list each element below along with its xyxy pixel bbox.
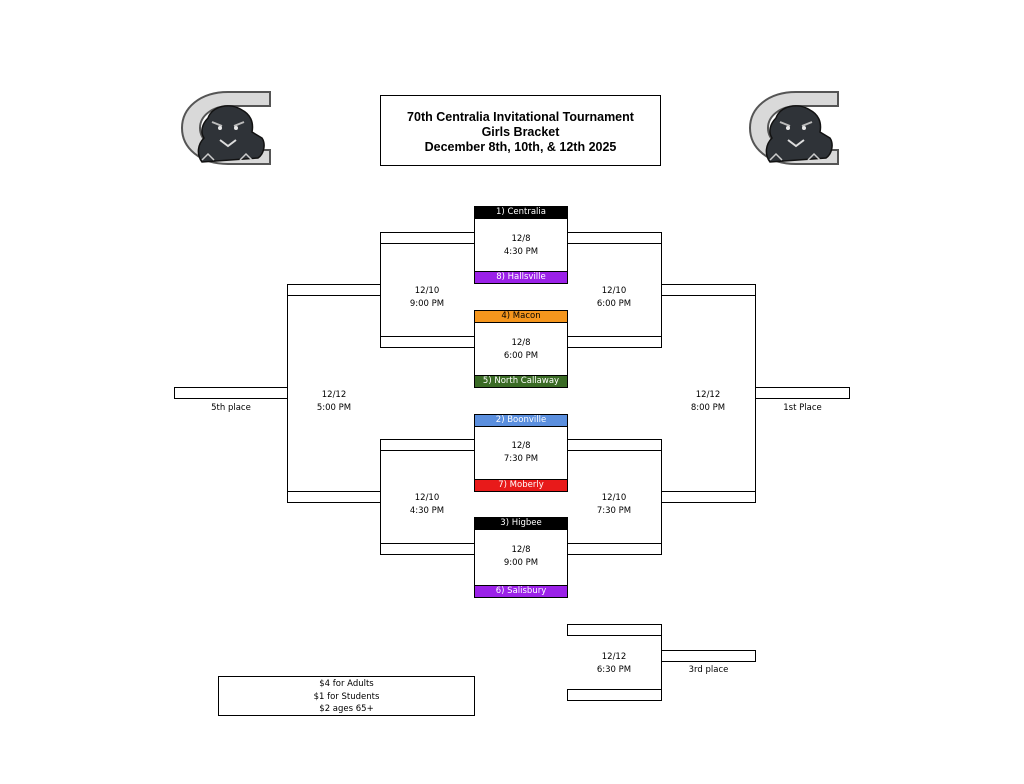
cons-bottom-slot-a bbox=[380, 439, 475, 451]
admission-prices: $4 for Adults $1 for Students $2 ages 65… bbox=[218, 676, 475, 716]
third-place-slot bbox=[661, 650, 756, 662]
price-seniors: $2 ages 65+ bbox=[319, 704, 374, 714]
cons-top-slot-b bbox=[380, 336, 475, 348]
team-macon: 4) Macon bbox=[474, 310, 568, 323]
team-higbee: 3) Higbee bbox=[474, 517, 568, 530]
third-slot-b bbox=[567, 689, 662, 701]
cons-top-slot-a bbox=[380, 232, 475, 244]
final-slot-a bbox=[661, 284, 756, 296]
panther-logo-right-icon bbox=[748, 91, 839, 165]
panther-logo-left-icon bbox=[180, 91, 271, 165]
third-place-label: 3rd place bbox=[688, 665, 729, 675]
semi-bottom-slot-a bbox=[567, 439, 662, 451]
title-line-1: 70th Centralia Invitational Tournament bbox=[407, 110, 634, 124]
fifth-slot-a bbox=[287, 284, 381, 296]
semi-top-slot-b bbox=[567, 336, 662, 348]
team-centralia: 1) Centralia bbox=[474, 206, 568, 219]
team-boonville: 2) Boonville bbox=[474, 414, 568, 427]
semi-bottom-slot-b bbox=[567, 543, 662, 555]
semi-top-slot-a bbox=[567, 232, 662, 244]
first-place-label: 1st Place bbox=[783, 403, 822, 413]
team-moberly: 7) Moberly bbox=[474, 479, 568, 492]
tournament-title-box: 70th Centralia Invitational Tournament G… bbox=[380, 95, 661, 166]
team-north-callaway: 5) North Callaway bbox=[474, 375, 568, 388]
cons-bottom-slot-b bbox=[380, 543, 475, 555]
price-students: $1 for Students bbox=[313, 691, 380, 702]
title-line-3: December 8th, 10th, & 12th 2025 bbox=[424, 140, 617, 154]
team-salisbury: 6) Salisbury bbox=[474, 585, 568, 598]
third-slot-a bbox=[567, 624, 662, 636]
title-line-2: Girls Bracket bbox=[481, 125, 560, 139]
first-place-slot bbox=[755, 387, 850, 399]
fifth-place-label: 5th place bbox=[211, 403, 251, 413]
final-slot-b bbox=[661, 491, 756, 503]
fifth-place-slot bbox=[174, 387, 288, 399]
fifth-slot-b bbox=[287, 491, 381, 503]
team-hallsville: 8) Hallsville bbox=[474, 271, 568, 284]
price-adults: $4 for Adults bbox=[319, 679, 374, 689]
